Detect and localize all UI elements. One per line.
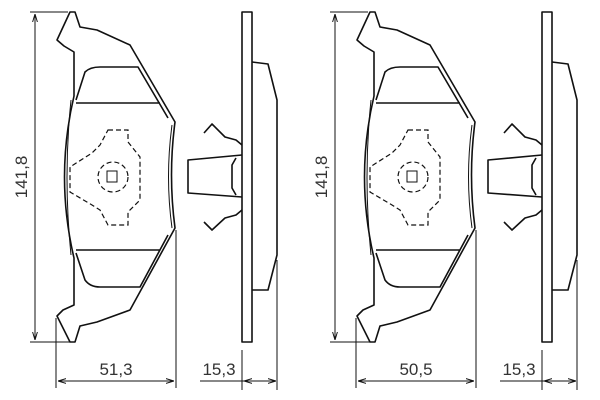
pad-front-view (56, 11, 176, 343)
drawing-right: 141,8 50,5 15,3 (312, 11, 578, 390)
pad-side-view (487, 11, 578, 343)
height-dimension-label: 141,8 (12, 156, 31, 199)
drawing-left: 141,8 51,3 15,3 (12, 11, 278, 390)
width-dimension-label: 50,5 (399, 360, 432, 379)
height-dimension-label: 141,8 (312, 156, 331, 199)
thickness-dimension-label: 15,3 (502, 360, 535, 379)
pad-front-view (356, 11, 476, 343)
width-dimension-label: 51,3 (99, 360, 132, 379)
pad-side-view (187, 11, 278, 343)
thickness-dimension-label: 15,3 (202, 360, 235, 379)
